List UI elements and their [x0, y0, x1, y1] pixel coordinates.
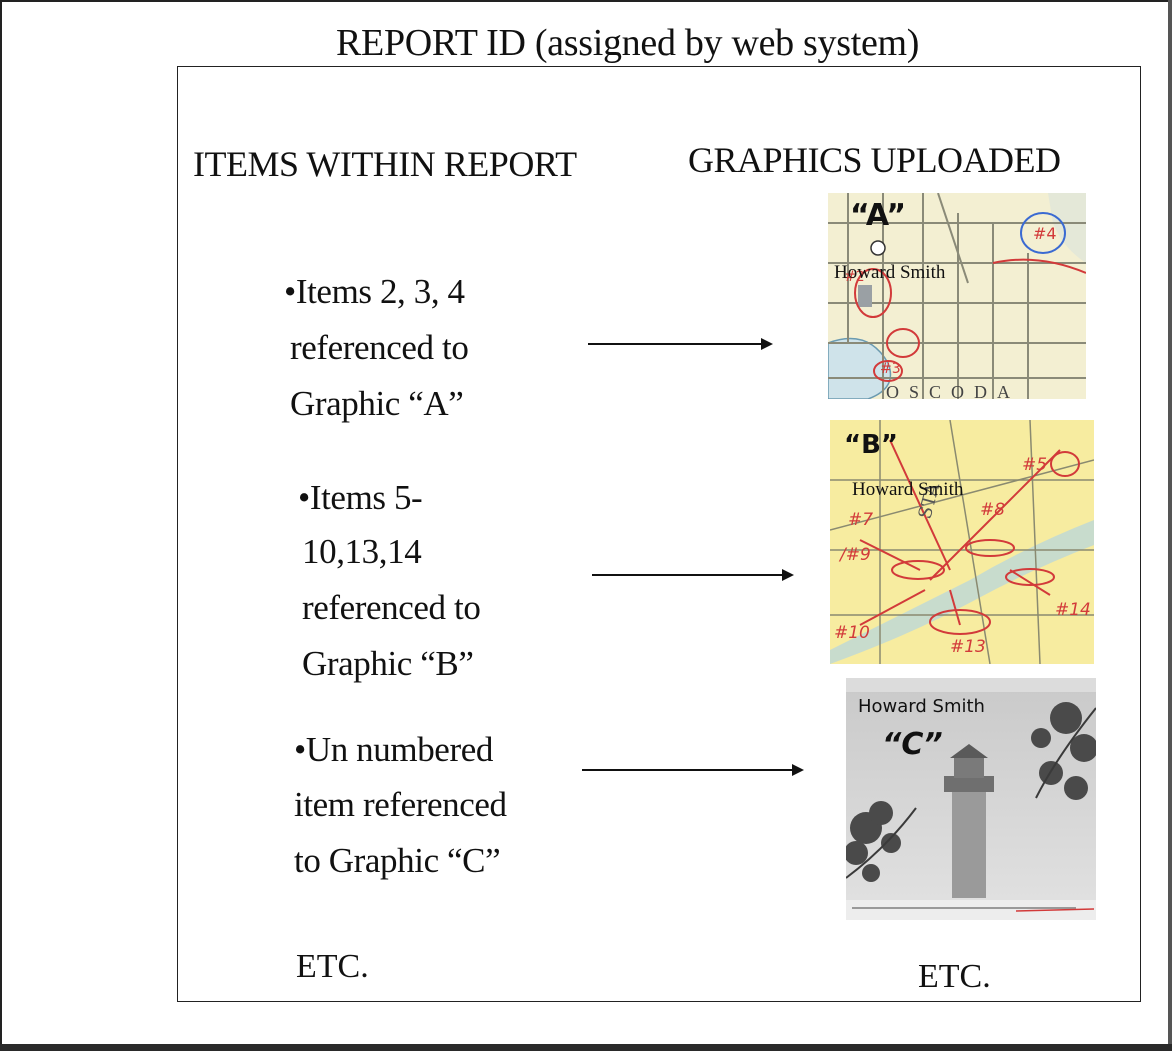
report-id-label: REPORT ID (assigned by web system): [336, 22, 920, 64]
page-edge-top: [0, 0, 1172, 2]
item-a-line-1: •Items 2, 3, 4: [284, 272, 465, 311]
item-a-line-3: Graphic “A”: [290, 384, 464, 423]
svg-text:#14: #14: [1055, 600, 1091, 620]
item-c-line-3: to Graphic “C”: [294, 841, 501, 880]
svg-text:#2: #2: [844, 269, 865, 285]
graphic-a-map-label: OSCODA: [886, 382, 1021, 399]
page-edge-right: [1168, 0, 1172, 1051]
arrow-b: [592, 569, 794, 581]
graphic-b-owner: Howard Smith: [852, 479, 964, 500]
svg-text:#4: #4: [1033, 224, 1057, 243]
item-b-line-3: referenced to: [302, 588, 481, 627]
graphic-c-owner: Howard Smith: [858, 696, 985, 717]
graphic-b-map-image: #5#7/#9 #10#13#14 #8 STA “B” Howard Smit…: [830, 420, 1094, 664]
item-c-line-2: item referenced: [294, 785, 507, 824]
items-heading: ITEMS WITHIN REPORT: [193, 144, 577, 184]
item-b-line-4: Graphic “B”: [302, 644, 474, 683]
graphic-a-map-image: #4 #3 #2 “A” Howard Smith OSCODA: [828, 193, 1086, 399]
graphic-b-tag: “B”: [844, 430, 898, 460]
graphic-c-photo-image: Howard Smith “C”: [846, 678, 1096, 920]
svg-text:#3: #3: [880, 361, 901, 377]
svg-text:/#9: /#9: [838, 545, 871, 565]
etc-right: ETC.: [918, 958, 991, 995]
svg-text:#10: #10: [834, 623, 870, 643]
item-a-line-2: referenced to: [290, 328, 469, 367]
item-c-line-1: •Un numbered: [294, 730, 493, 769]
svg-text:#8: #8: [980, 500, 1005, 520]
item-b-line-1: •Items 5-: [298, 478, 423, 517]
etc-left: ETC.: [296, 948, 369, 985]
graphics-heading: GRAPHICS UPLOADED: [688, 140, 1061, 180]
svg-text:#7: #7: [848, 510, 873, 530]
page-edge-left: [0, 0, 2, 1051]
item-b-line-2: 10,13,14: [302, 532, 422, 571]
graphic-a-tag: “A”: [850, 198, 907, 233]
arrow-a: [588, 338, 773, 350]
page-edge-bottom: [0, 1044, 1172, 1051]
report-diagram-box: [177, 66, 1141, 1002]
graphic-c-tag: “C”: [882, 727, 943, 762]
svg-text:#13: #13: [950, 637, 986, 657]
arrow-c: [582, 764, 804, 776]
svg-text:#5: #5: [1022, 455, 1047, 475]
graphic-a-owner: Howard Smith: [834, 262, 946, 283]
